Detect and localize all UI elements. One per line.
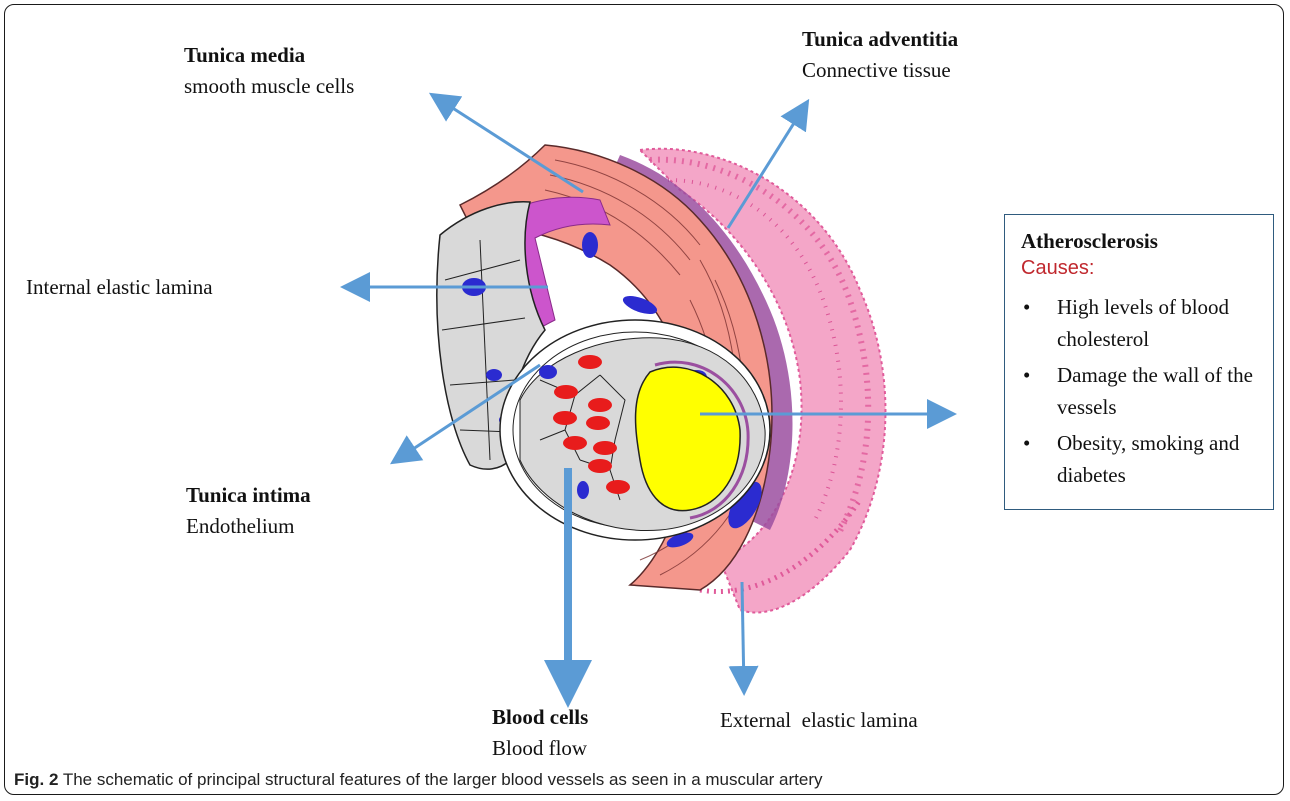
label-tunica-adventitia-title: Tunica adventitia xyxy=(802,24,958,55)
cause-item: •Damage the wall of the vessels xyxy=(1005,359,1267,423)
label-tunica-intima-sub: Endothelium xyxy=(186,511,311,542)
arrow-external-lamina xyxy=(742,582,744,690)
bullet-icon: • xyxy=(1023,291,1030,323)
label-tunica-media: Tunica media smooth muscle cells xyxy=(184,40,354,102)
label-blood-cells: Blood cells Blood flow xyxy=(492,702,588,764)
label-tunica-intima: Tunica intima Endothelium xyxy=(186,480,311,542)
atherosclerosis-title: Atherosclerosis xyxy=(1021,229,1158,254)
label-tunica-intima-title: Tunica intima xyxy=(186,480,311,511)
label-tunica-adventitia-sub: Connective tissue xyxy=(802,55,958,86)
label-blood-flow: Blood flow xyxy=(492,733,588,764)
label-tunica-media-title: Tunica media xyxy=(184,40,354,71)
label-internal-elastic-lamina: Internal elastic lamina xyxy=(26,272,213,303)
figure-number: Fig. 2 xyxy=(14,770,58,789)
label-external-elastic-lamina: External elastic lamina xyxy=(720,705,918,736)
label-tunica-adventitia: Tunica adventitia Connective tissue xyxy=(802,24,958,86)
label-blood-cells-title: Blood cells xyxy=(492,702,588,733)
figure-caption: Fig. 2 The schematic of principal struct… xyxy=(14,770,823,790)
cause-item: •High levels of blood cholesterol xyxy=(1005,291,1267,355)
causes-label: Causes: xyxy=(1021,257,1094,280)
figure-caption-text: The schematic of principal structural fe… xyxy=(58,770,822,789)
causes-list: •High levels of blood cholesterol •Damag… xyxy=(1005,291,1267,495)
atherosclerosis-box: Atherosclerosis Causes: •High levels of … xyxy=(1004,214,1274,510)
label-tunica-media-sub: smooth muscle cells xyxy=(184,71,354,102)
cause-item: •Obesity, smoking and diabetes xyxy=(1005,427,1267,491)
lumen xyxy=(500,320,770,540)
bullet-icon: • xyxy=(1023,359,1030,391)
bullet-icon: • xyxy=(1023,427,1030,459)
